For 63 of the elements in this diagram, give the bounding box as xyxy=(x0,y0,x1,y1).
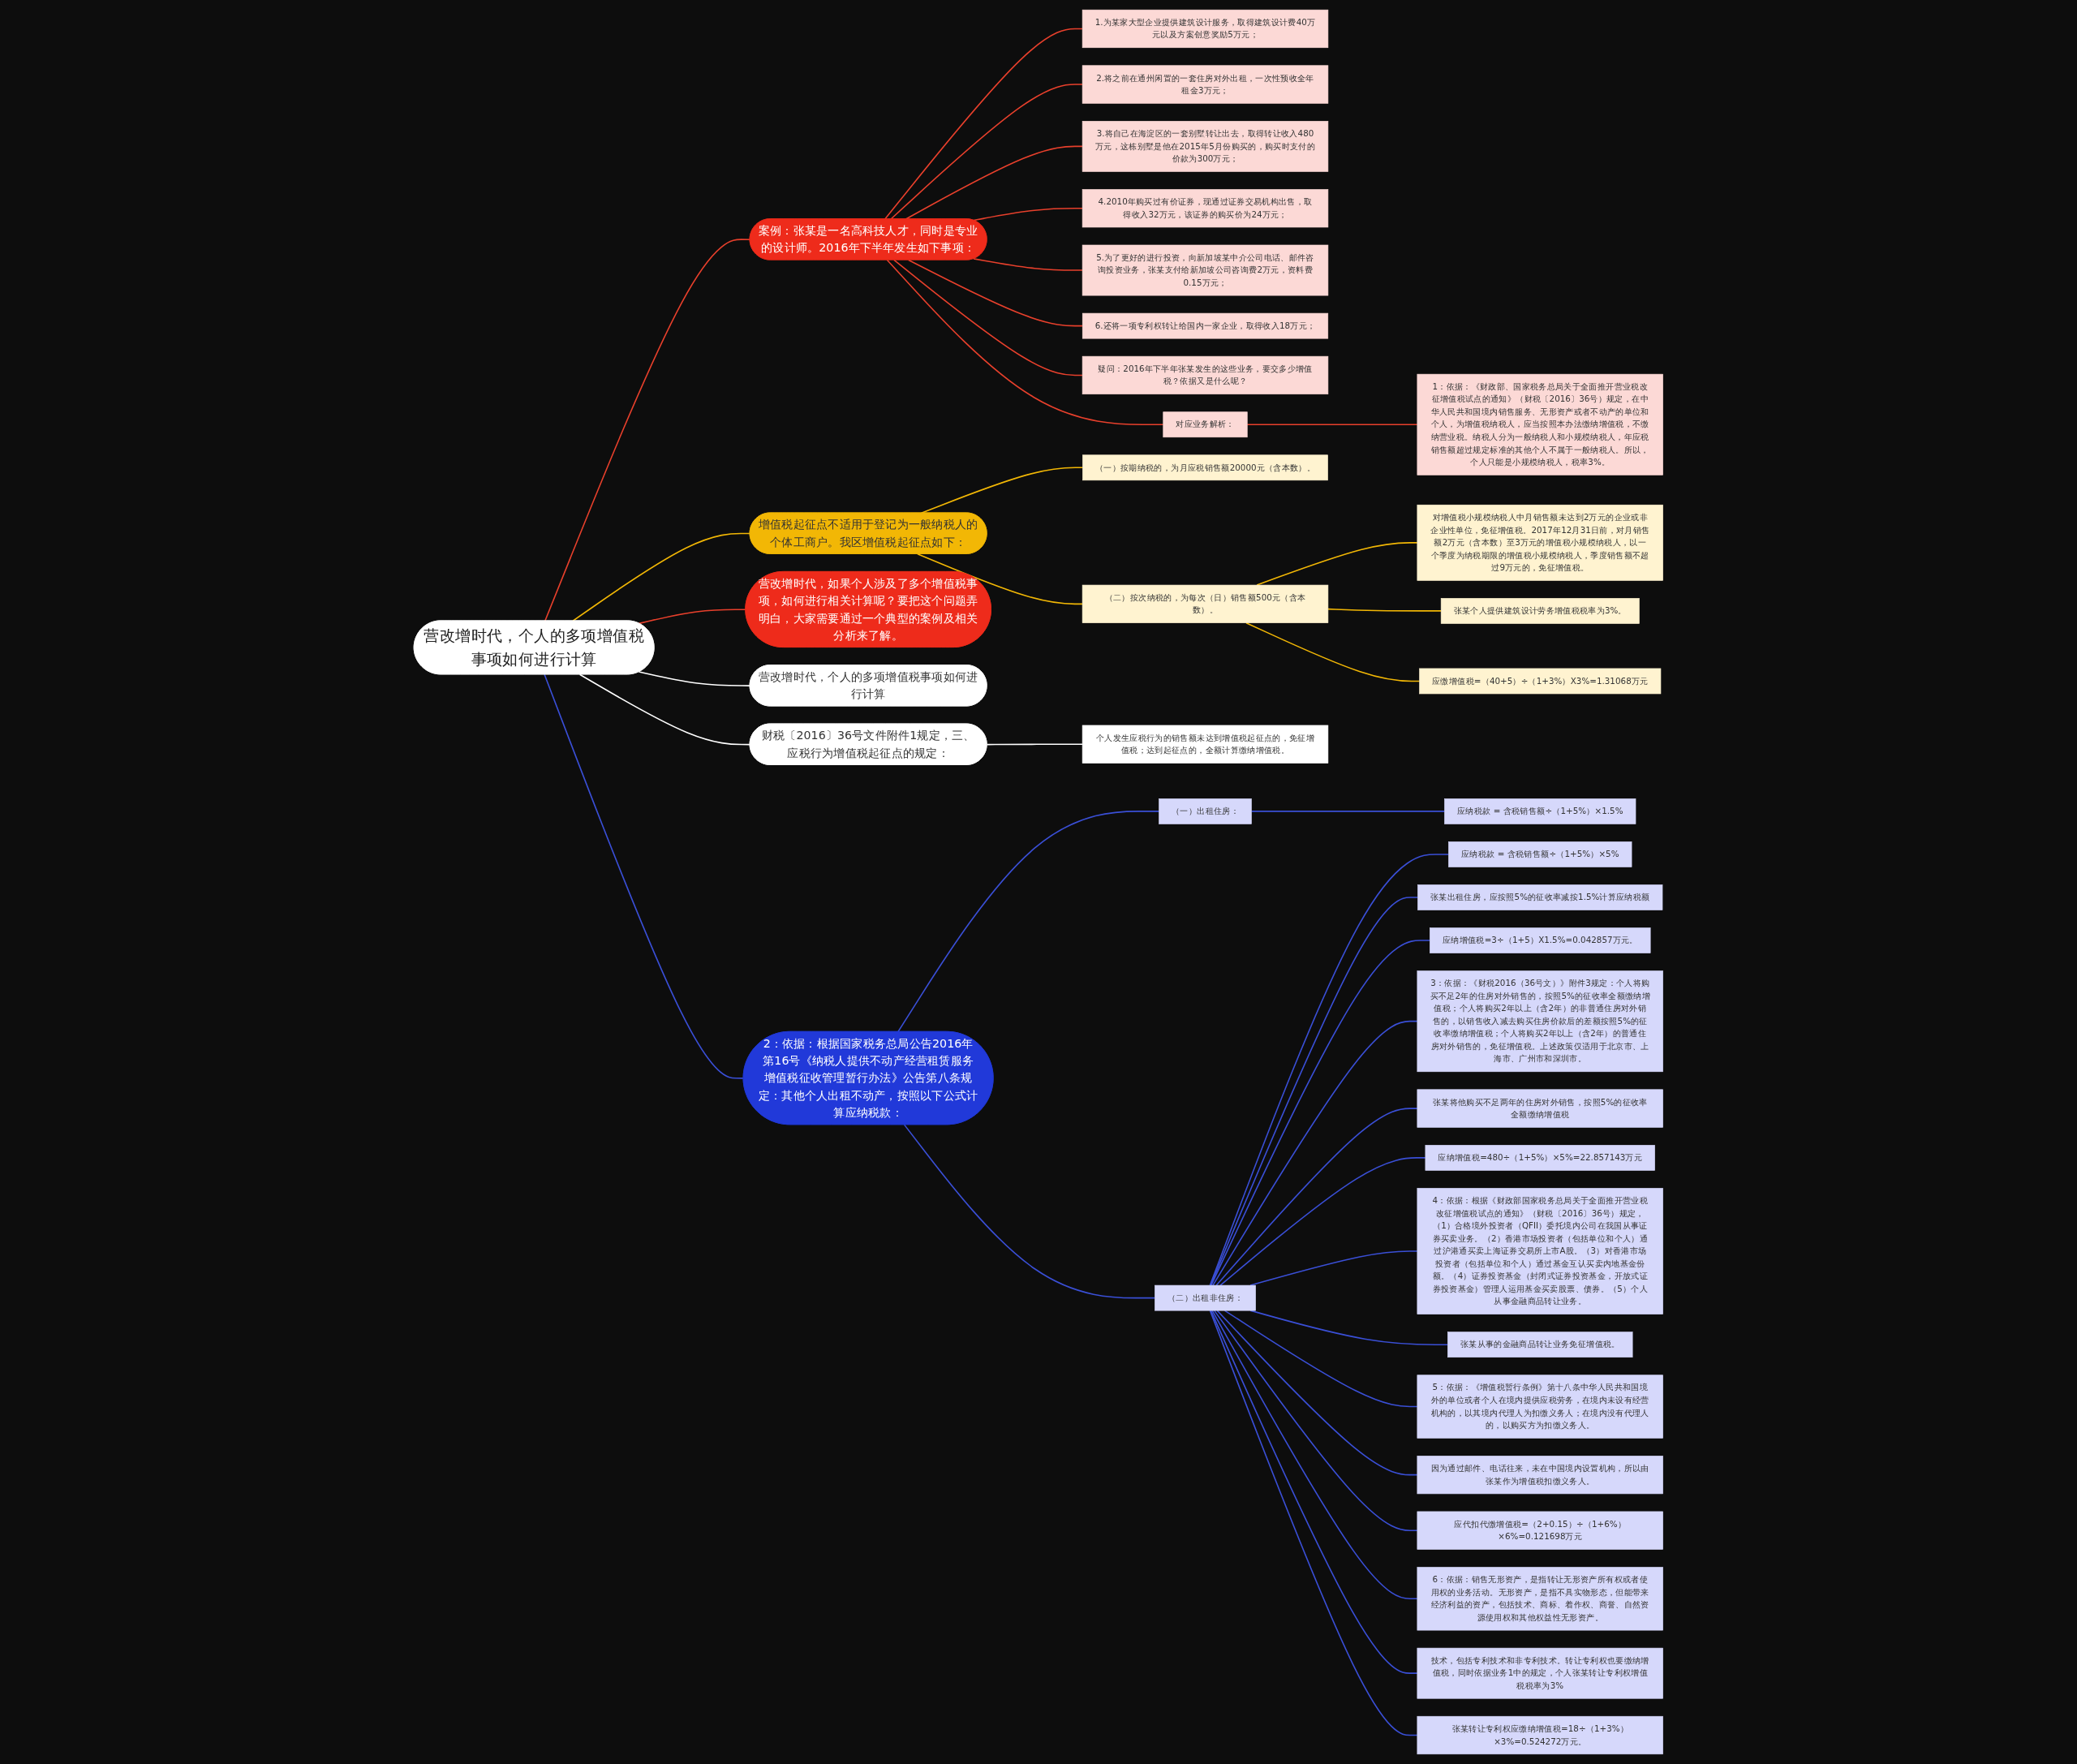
connector xyxy=(903,1124,1156,1299)
node-box xyxy=(1082,355,1329,395)
connector xyxy=(1211,940,1431,1286)
connector xyxy=(884,28,1083,220)
node-box xyxy=(1425,1145,1656,1171)
node-box xyxy=(1448,841,1632,867)
connector xyxy=(1215,1108,1418,1286)
connector xyxy=(1223,1310,1418,1408)
connector xyxy=(638,671,751,686)
node-box xyxy=(1163,411,1248,438)
connector xyxy=(1212,1020,1418,1286)
node-box xyxy=(1417,1456,1664,1495)
node-box xyxy=(1417,504,1664,581)
node-box xyxy=(1159,798,1252,824)
connector xyxy=(886,259,1164,426)
connector xyxy=(1210,897,1419,1286)
connector xyxy=(1213,1310,1418,1531)
node-box xyxy=(1430,927,1651,953)
connector xyxy=(1327,608,1443,612)
connector xyxy=(973,207,1083,222)
node-box xyxy=(1417,1375,1664,1439)
node-box xyxy=(1082,244,1329,296)
node-box xyxy=(1417,1089,1664,1128)
node-box xyxy=(1440,598,1640,624)
node-box xyxy=(1082,584,1329,623)
node-box xyxy=(1082,65,1329,104)
connector xyxy=(1246,424,1418,426)
connector xyxy=(973,258,1083,271)
node-box xyxy=(1444,798,1636,824)
node-box xyxy=(1417,970,1664,1073)
connector xyxy=(890,84,1083,220)
connector xyxy=(1216,1310,1418,1476)
connector xyxy=(905,145,1083,220)
connector xyxy=(544,673,745,1079)
mind-map-drawing: 营改增时代，个人的多项增值税事项如何进行计算 案例：张某是一名高科技人才，同时是专业的设计师。2016年下半年发生如下事项： 1.为某家大型企业提供建筑设计服务，取得建筑设计费40万元以及方案创意奖励5万元； 2.将之前在通州闲置的一套住房对外出租，一次性预收全年租金3万元； 3.将自己在海淀区的一套别墅转让出去，取得转让收入480万元，这栋别墅是他在2015年5月份购买的，购买时支付的价款为300万元； 4.2010年购买过有价证券，现通过证券交易机构出售，取得收入32万元，该证券的购买价为24万元； 5.为了更好的进行投资，向新加坡某中介公司电话、邮件咨询投资业务，张某支付给新加坡公司咨询费2万元，资料费0.15万元； 6.还将一项专利权转让给国内一家企业，取得收入18万元； 疑问：2016年下半年张某发生的这些业务，要交多少增值税？依据又是什么呢？ 对应业务解析： 1：依据：《财政部、国家税务总局关于全面推开营业税改征增值税试点的通知》（财税〔2016〕36号）规定，在中华人民共和国境内销售服务、无形资产或者不动产的单位和个人，为增值税纳税人，应当按照本办法缴纳增值税，不缴纳营业税。纳税人分为一般纳税人和小规模纳税人，年应税销售额超过规定标准的其他个人不属于一般纳税人。所以，个人只能是小规模纳税人，税率3%。 增值税起征点不适用于登记为一般纳税人的个体工商户。我区增值税起征点如下： （一）按期纳税的，为月应税销售额20000元（含本数）。 （二）按次纳税的，为每次（日）销售额500元（含本数）。 对增值税小规模纳税人中月销售额未达到2万元的企业或非企业性单位，免征增值税。2017年12月31日前，对月销售额2万元（含本数）至3万元的增值税小规模纳税人，以一个季度为纳税期限的增值税小规模纳税人，季度销售额不超过9万元的，免征增值税。 张某个人提供建筑设计劳务增值税税率为3%。 应缴增值税=（40+5）÷（1+3%）X3%=1.31068万元 营改增时代，如果个人涉及了多个增值税事项，如何进行相关计算呢？要把这个问题弄明白，大家需要通过一个典型的案例及相关分析来了解。 营改增时代，个人的多项增值税事项如何进行计算 财税〔2016〕36号文件附件1规定，三、应税行为增值税起征点的规定： 个人发生应税行为的销售额未达到增值税起征点的，免征增值税；达到起征点的，全额计算缴纳增值税。 2：依据：根据国家税务总局公告2016年第16号《纳税人提供不动产经营租赁服务增值税征收管理暂行办法》公告第八条规定：其他个人出租不动产，按照以下公式计算应纳税款： （一）出租住房： 应纳税款 = 含税销售额÷（1+5%）×1.5% （二）出租非住房： 应纳税款 = 含税销售额÷（1+5%）×5% 张某出租住房，应按照5%的征收率减按1.5%计算应纳税额 应纳增值税=3÷（1+5）X1.5%=0.042857万元。 3：依据：《财税2016（36号文）》附件3规定：个人将购买不足2年的住房对外销售的，按照5%的征收率全额缴纳增值税；个人将购买2年以上（含2年）的非普通住房对外销售的，以销售收入减去购买住房价款后的差额按照5%的征收率缴纳增值税；个人将购买2年以上（含2年）的普通住房对外销售的，免征增值税。上述政策仅适用于北京市、上海市、广州市和深圳市。 张某将他购买不足两年的住房对外销售，按照5%的征收率全额缴纳增值税 应纳增值税=480÷（1+5%）×5%=22.857143万元 4：依据：根据《财政部国家税务总局关于全面推开营业税改征增值税试点的通知》（财税〔2016〕36号）规定，（1）合格境外投资者（QFII）委托境内公司在我国从事证券买卖业务。（2）香港市场投资者（包括单位和个人）通过沪港通买卖上海证券交易所上市A股。（3）对香港市场投资者（包括单位和个人）通过基金互认买卖内地基金份额。（4）证券投资基金（封闭式证券投资基金，开放式证券投资基金）管理人运用基金买卖股票、债券。（5）个人从事金融商品转让业务。 张某从事的金融商品转让业务免征增值税。 5：依据：《增值税暂行条例》第十八条中华人民共和国境外的单位或者个人在境内提供应税劳务，在境内未设有经营机构的，以其境内代理人为扣缴义务人；在境内没有代理人的，以购买方为扣缴义务人。 因为通过邮件、电话往来，未在中国境内设置机构，所以由张某作为增值税扣缴义务人。 应代扣代缴增值税=（2+0.15）÷（1+6%）×6%=0.121698万元 6：依据：销售无形资产，是指转让无形资产所有权或者使用权的业务活动。无形资产，是指不具实物形态，但能带来经济利益的资产，包括技术、商标、着作权、商誉、自然资源使用权和其他权益性无形资产。 技术，包括专利技术和非专利技术。转让专利权也要缴纳增值税，同时依据业务1中的规定，个人张某转让专利权增值税税率为3% 张某转让专利权应缴纳增值税=18÷（1+3%）×3%=0.524272万元。 xyxy=(410,6,1667,1758)
node-box xyxy=(1417,1715,1664,1755)
connector xyxy=(917,553,1083,605)
connector xyxy=(1245,622,1421,682)
node-box xyxy=(1417,1511,1664,1550)
node-box xyxy=(1082,454,1328,481)
node-box xyxy=(1417,373,1664,475)
connector xyxy=(578,673,751,746)
node-box xyxy=(1082,9,1329,49)
connector xyxy=(893,259,1083,376)
connector xyxy=(1209,854,1450,1286)
node-box xyxy=(1082,312,1329,339)
node-box xyxy=(1082,725,1329,764)
connector xyxy=(1256,542,1418,586)
node-box xyxy=(1447,1332,1633,1358)
connector xyxy=(986,743,1083,746)
connector xyxy=(1219,1157,1426,1286)
node-box xyxy=(1417,1567,1664,1631)
connector xyxy=(1211,1310,1418,1600)
connector xyxy=(897,811,1160,1033)
node-box xyxy=(1082,189,1329,228)
connector xyxy=(908,259,1084,327)
node-box xyxy=(1417,1188,1664,1314)
node-box xyxy=(1082,121,1329,172)
node-box xyxy=(1155,1284,1257,1311)
node-box xyxy=(1419,668,1662,695)
node-box xyxy=(1417,884,1663,910)
connector xyxy=(1250,811,1446,812)
node-box xyxy=(1417,1647,1664,1699)
